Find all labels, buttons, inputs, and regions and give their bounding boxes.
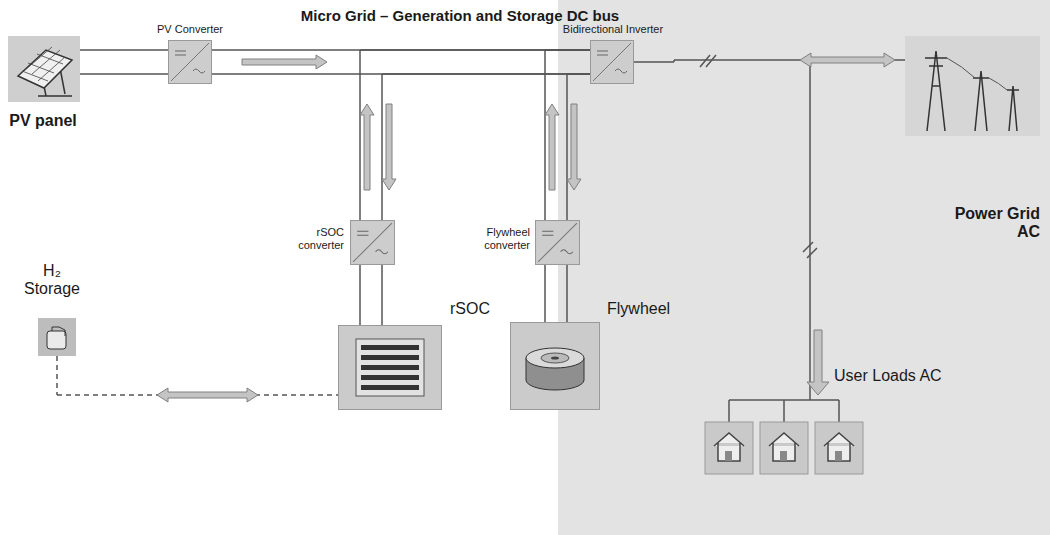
wire [359,50,361,220]
h2-storage-icon: H₂ Storage [38,318,76,356]
flywheel-icon-drawing [510,322,600,410]
node-label: Bidirectional Inverter [548,23,678,36]
wire [359,265,361,325]
node-label: rSOC converter [268,226,344,251]
connector [80,50,168,74]
wire [545,49,590,51]
connector [360,50,590,220]
converter-box-drawing [535,220,580,265]
converter-box: PV Converter [168,40,212,84]
power-grid-icon-drawing [905,36,1040,136]
rsoc-stack: rSOC [338,325,442,410]
diagram-title: Micro Grid – Generation and Storage DC b… [230,7,690,24]
flow-arrow [567,104,581,190]
flow-arrow [382,104,396,190]
converter-box-drawing [168,40,212,84]
node-label: PV panel [5,112,81,130]
node-label: rSOC [450,300,510,318]
flow-arrow [242,55,327,69]
wire [80,73,168,75]
house-icon [705,422,753,474]
node-label: Flywheel converter [462,226,530,251]
free-label: User Loads AC [834,367,1004,385]
load-wire [838,400,840,422]
node-label: H₂ Storage [14,262,90,299]
node-label: Power Grid AC [936,205,1040,242]
flow-arrow [360,104,374,190]
power-grid-icon: Power Grid AC [905,36,1040,136]
wire [566,74,568,220]
house-icon [815,422,863,474]
load-flow-arrow [807,330,829,395]
load-wire [728,400,730,422]
flow-arrow [545,104,559,190]
node-label: PV Converter [140,23,240,36]
wire [80,49,168,51]
wire [544,50,546,220]
wire [566,265,568,322]
gas-line [56,356,58,395]
wire [567,73,590,75]
h2-storage-icon-drawing [38,318,76,356]
house-icon [760,422,808,474]
converter-box: Flywheel converter [535,220,580,265]
wire [381,265,383,325]
flywheel-icon: Flywheel [510,322,600,410]
wire [381,74,383,220]
phase-slashes [803,242,817,258]
connector [360,265,382,325]
phase-slashes [700,55,716,67]
connector [545,50,590,220]
flow-arrow [157,388,258,402]
inverter-box: Bidirectional Inverter [590,40,634,84]
converter-box: rSOC converter [350,220,395,265]
wire [212,49,590,51]
flow-arrow [800,53,895,67]
load-wire [809,62,811,400]
wire [212,73,590,75]
pv-panel-icon-drawing [8,36,80,102]
connector [212,50,590,74]
wire [544,265,546,322]
wire [360,49,590,51]
converter-box-drawing [350,220,395,265]
node-label: Flywheel [607,300,697,318]
connector [545,265,567,322]
load-wiring [700,55,839,422]
houses [705,422,863,474]
rsoc-stack-drawing [338,325,442,410]
pv-panel-icon: PV panel [8,36,80,102]
connector [57,356,338,402]
connector [634,53,905,67]
wire [634,61,674,63]
inverter-box-drawing [590,40,634,84]
wire [382,73,590,75]
load-wire [783,400,785,422]
